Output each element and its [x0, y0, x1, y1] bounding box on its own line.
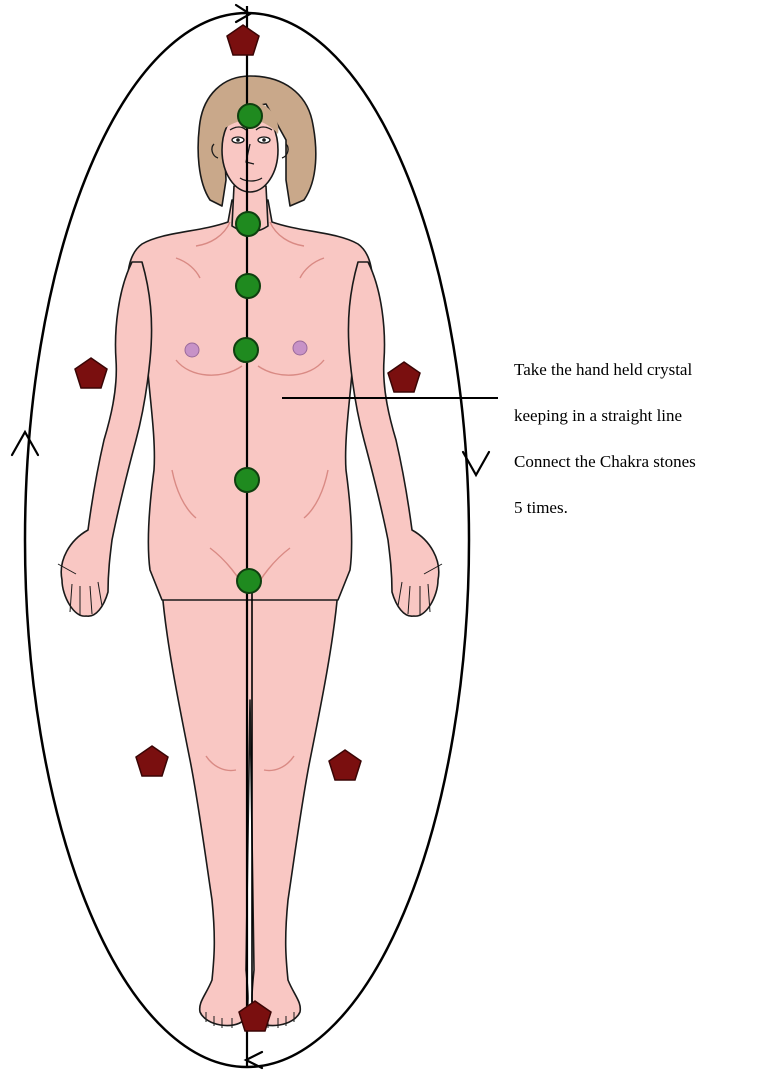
instruction-line-2: keeping in a straight line	[514, 404, 754, 427]
chevron-arrow-icon	[12, 432, 38, 455]
right-nipple	[293, 341, 307, 355]
red-pentagon-icon	[136, 746, 168, 776]
green-circle-icon	[238, 104, 262, 128]
red-pentagon-icon	[388, 362, 420, 392]
instruction-line-4: 5 times.	[514, 496, 754, 519]
green-circle-icon	[237, 569, 261, 593]
instruction-line-1: Take the hand held crystal	[514, 358, 754, 381]
torso	[127, 200, 372, 600]
green-circle-icon	[235, 468, 259, 492]
left-arm	[61, 262, 151, 616]
instruction-text: Take the hand held crystal keeping in a …	[514, 358, 754, 542]
green-circle-icon	[236, 274, 260, 298]
right-arm	[348, 262, 438, 616]
red-pentagon-icon	[75, 358, 107, 388]
red-pentagon-icon	[329, 750, 361, 780]
red-pentagon-icon	[227, 25, 259, 55]
green-circle-icon	[234, 338, 258, 362]
green-circle-icon	[236, 212, 260, 236]
left-nipple	[185, 343, 199, 357]
instruction-line-3: Connect the Chakra stones	[514, 450, 754, 473]
legs	[162, 590, 338, 1026]
